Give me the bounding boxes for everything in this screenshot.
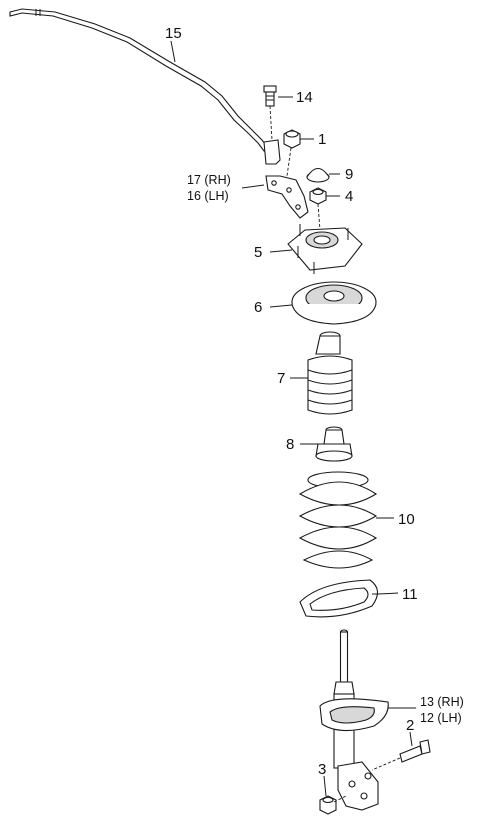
callout-10: 10 xyxy=(398,511,415,528)
nut-1 xyxy=(283,129,301,177)
callout-5: 5 xyxy=(254,244,262,261)
bolt-14 xyxy=(263,85,277,141)
dust-boot-7 xyxy=(307,331,353,415)
callout-9: 9 xyxy=(345,166,353,183)
callout-14: 14 xyxy=(296,89,313,106)
callout-17-rh: 17 (RH) xyxy=(187,173,231,187)
callout-2: 2 xyxy=(406,717,414,734)
callout-7: 7 xyxy=(277,370,285,387)
bump-stopper-8 xyxy=(315,426,353,462)
lower-spring-pad-11 xyxy=(299,579,379,618)
callout-15: 15 xyxy=(165,25,182,42)
bolt-2 xyxy=(371,739,431,771)
callout-13-rh: 13 (RH) xyxy=(420,695,464,709)
lock-nut-4 xyxy=(309,187,327,231)
coil-spring-10 xyxy=(298,471,378,569)
callout-12-lh: 12 (LH) xyxy=(420,711,462,725)
callout-6: 6 xyxy=(254,299,262,316)
callout-3: 3 xyxy=(318,761,326,778)
nut-3 xyxy=(319,795,347,815)
callout-8: 8 xyxy=(286,436,294,453)
upper-spring-seat-6 xyxy=(291,281,377,325)
stabilizer-link-bracket xyxy=(263,139,309,219)
callout-labels: 15 14 1 9 4 17 (RH) 16 (LH) 5 6 7 8 10 1… xyxy=(165,25,464,778)
leader-lines xyxy=(170,40,416,797)
dust-cap-9 xyxy=(306,167,330,183)
callout-4: 4 xyxy=(345,188,353,205)
stabilizer-bar xyxy=(9,8,269,152)
callout-16-lh: 16 (LH) xyxy=(187,189,229,203)
callout-11: 11 xyxy=(402,586,418,603)
strut-assembly xyxy=(319,629,389,811)
strut-mount-5 xyxy=(287,224,363,274)
callout-1: 1 xyxy=(318,131,326,148)
